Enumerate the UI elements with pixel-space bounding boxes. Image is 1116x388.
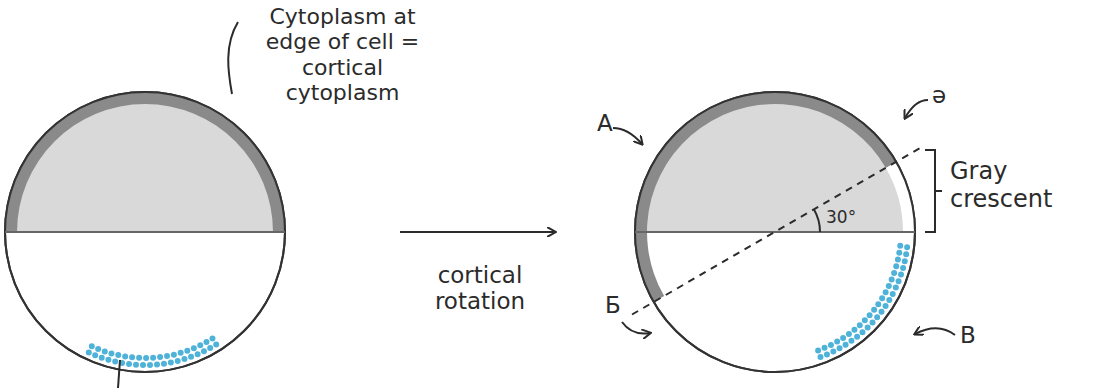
- point-label: Б: [605, 292, 627, 318]
- point-label: B: [960, 322, 984, 348]
- process-label: cortical rotation: [415, 262, 545, 315]
- rotation-arrow: [400, 231, 555, 233]
- region-label: Gray crescent: [950, 158, 1100, 213]
- callout-note: Cytoplasm at edge of cell = cortical cyt…: [245, 4, 440, 105]
- point-label: ə: [932, 82, 954, 108]
- point-label: A: [597, 110, 619, 136]
- angle-label: 30°: [826, 208, 876, 228]
- egg-after: [613, 92, 955, 372]
- egg-before: [5, 22, 285, 388]
